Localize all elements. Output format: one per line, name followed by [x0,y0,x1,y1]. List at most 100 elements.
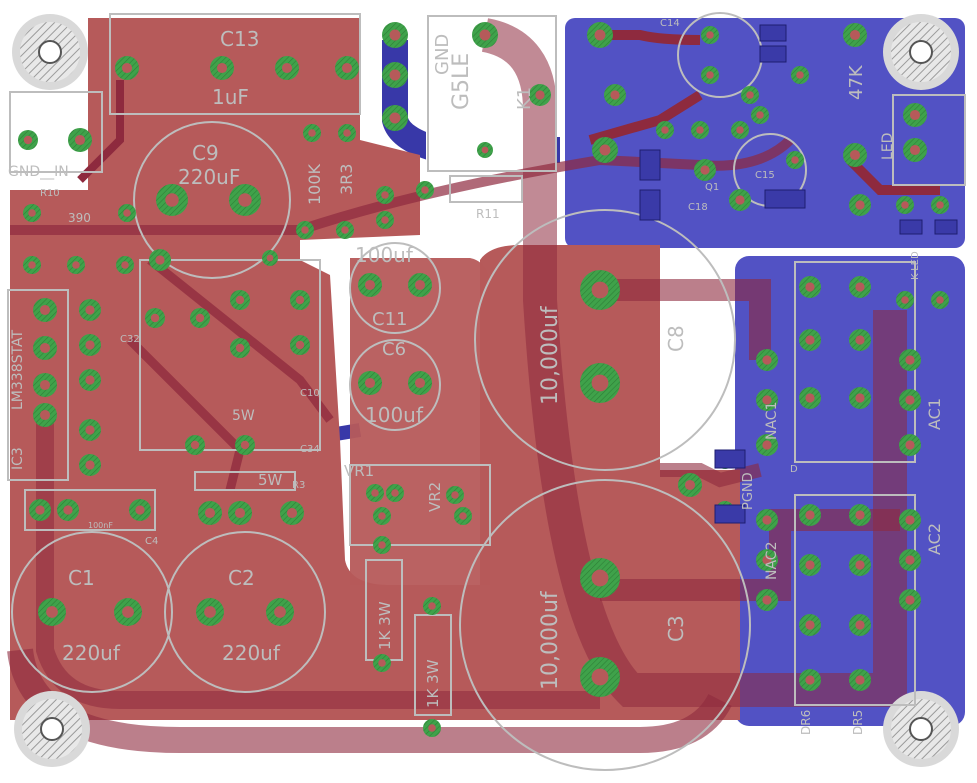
label-k-led: K-LED [910,251,921,280]
pad-hole [85,460,95,470]
pad-hole [762,395,772,405]
pad-hole [591,374,609,392]
top-trace-small-1 [77,80,124,183]
pad-hole [909,144,921,156]
bottom-pour-top-right [565,18,965,248]
pad-hole [696,126,704,134]
pad-hole [122,606,134,618]
label-gnd-in: GND__IN [8,164,69,180]
label-c11-value: 100uf [355,243,414,267]
label-47k: 47K [846,64,867,100]
smd-h [899,219,923,235]
label-c1-value: 220uf [62,641,121,665]
outline-relay [427,15,557,172]
top-trace-left [36,420,600,709]
pad-hole [459,512,467,520]
label-c8-value: 10,000uf [538,305,563,405]
label-c3: C3 [664,615,688,642]
pad-hole [378,659,386,667]
pad-hole [591,281,609,299]
pad-hole [855,620,865,630]
pad-hole [364,377,376,389]
label-c14: C14 [660,18,680,29]
pad-hole [286,507,298,519]
smd-i [934,219,958,235]
pad-hole [591,569,609,587]
outline-c8 [474,209,736,471]
smd-c [759,24,787,42]
pad-hole [855,560,865,570]
pad-hole [343,129,351,137]
pad-hole [204,606,216,618]
pad-hole [234,507,246,519]
outline-c4 [24,489,156,531]
label-dr5: DR5 [851,710,865,735]
smd-d [759,45,787,63]
pad-hole [451,491,459,499]
smd-b [639,189,661,221]
label-c11: C11 [372,309,407,330]
label-g5le: G5LE [449,53,474,110]
pad-hole [936,201,944,209]
silkscreen-labels: C13 1uF C9 220uF C1 220uf C2 220uf 100uf… [8,18,944,735]
top-trace-bottom-rail [7,648,732,753]
label-c10: C10 [300,388,320,399]
pad-hole [762,440,772,450]
top-trace-relay [588,30,703,145]
outline-r11 [449,175,523,203]
label-c3-value: 10,000uf [538,590,563,690]
pad-hole [855,200,865,210]
label-ac1: AC1 [925,398,944,430]
mounting-hole-top-right [883,14,959,90]
pad-hole [240,440,250,450]
pad-hole [428,602,436,610]
mounting-hole-bottom-right [883,691,959,767]
pad-hole [266,254,274,262]
pad-hole [905,595,915,605]
pad-hole [706,71,714,79]
pad-hole [85,375,95,385]
pad-hole [238,193,252,207]
pad-hole [905,440,915,450]
pad-hole [28,261,36,269]
pad-hole [295,295,305,305]
label-r10: R10 [40,188,60,199]
outline-terminal-in [9,91,103,173]
pad-hole [756,111,764,119]
pad-hole [762,515,772,525]
pad-hole [736,126,744,134]
pad-hole [308,129,316,137]
pad-hole [371,489,379,497]
pad-hole [85,425,95,435]
outline-c13 [109,13,361,115]
pad-hole [381,216,389,224]
pad-hole [791,156,799,164]
pad-hole [796,71,804,79]
pad-hole [35,505,45,515]
outline-c2 [164,531,326,693]
outline-r3 [194,471,296,491]
pad-hole [805,393,815,403]
silkscreen-outlines [7,12,966,771]
outline-r1k-b [414,614,452,716]
label-dr6: DR6 [799,710,813,735]
pad-hole [235,295,245,305]
top-copper-layer [7,15,940,753]
outline-c6 [349,339,441,431]
pad-hole [85,340,95,350]
pad-hole [909,109,921,121]
top-trace-led [846,156,940,195]
label-lm338: LM338STAT [10,330,26,410]
mounting-hole-bottom-left [14,691,90,767]
label-c1: C1 [68,566,95,590]
smd-a [639,149,661,181]
label-c9-value: 220uF [178,165,240,189]
label-ac2: AC2 [925,523,944,555]
pad-hole [135,505,145,515]
pad-hole [281,62,293,74]
label-vr1: VR1 [344,462,374,480]
pad-hole [599,144,611,156]
label-3r3: 3R3 [337,164,356,195]
pad-hole [295,340,305,350]
pad-hole [805,282,815,292]
